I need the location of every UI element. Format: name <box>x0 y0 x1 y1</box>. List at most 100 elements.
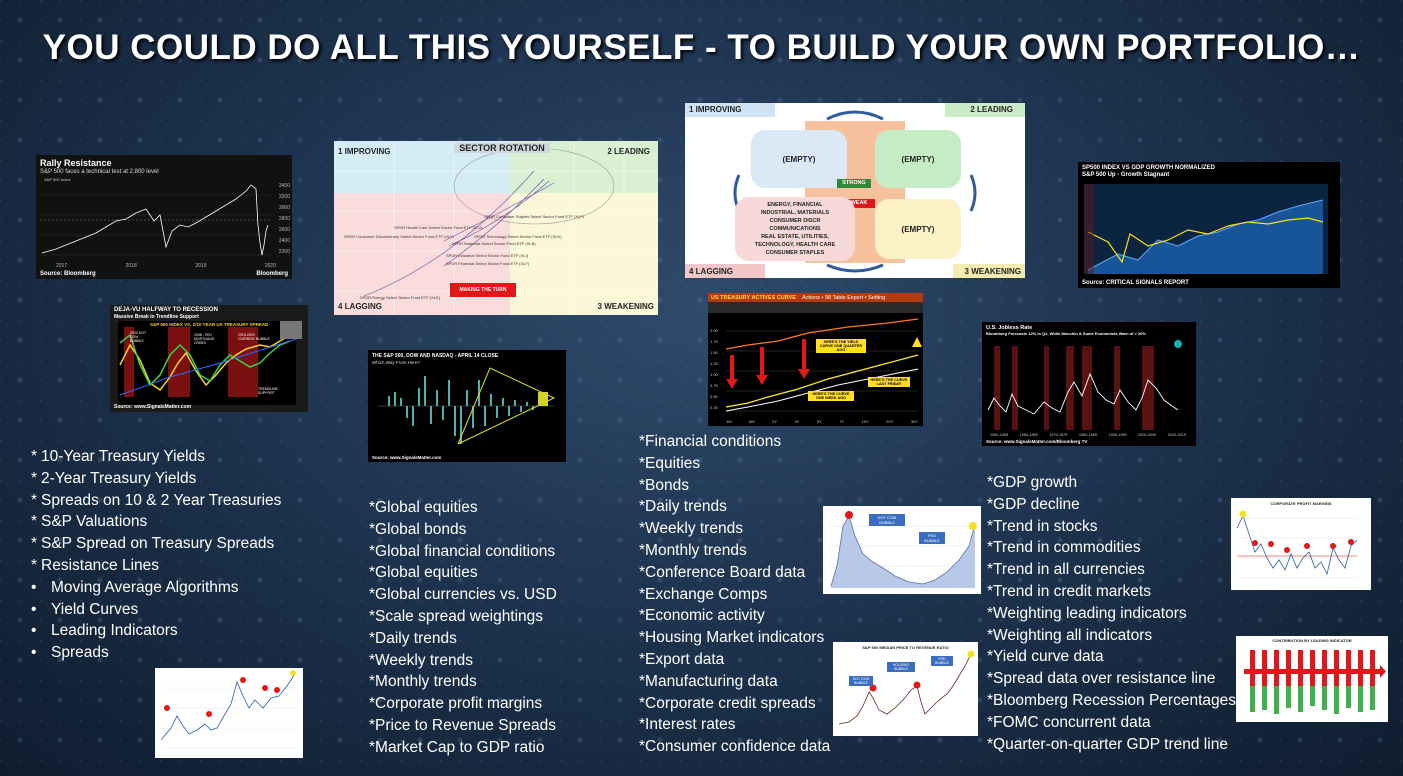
terminal-menu[interactable]: Actions • 98 Table Export • Setting <box>801 294 886 301</box>
list-item: *Quarter-on-quarter GDP trend line <box>987 735 1228 753</box>
list-item: *Corporate credit spreads <box>639 694 816 712</box>
page-title: YOU COULD DO ALL THIS YOURSELF - TO BUIL… <box>42 28 1361 67</box>
chart-subtitle: Massive Break in Trendline Support <box>114 314 199 320</box>
tick-label: 1.25 <box>710 361 718 366</box>
strong-badge: STRONG <box>837 179 871 188</box>
making-the-turn-badge: MAKING THE TURN <box>450 283 516 297</box>
bubble-chart: DOT COM BUBBLE FED BUBBLE <box>823 506 981 594</box>
sector-line: COMMUNICATIONS <box>769 226 821 232</box>
list-item: *Resistance Lines <box>31 555 281 577</box>
tick-label: 6M <box>749 419 755 424</box>
rally-resistance-chart: Rally Resistance S&P 500 faces a technic… <box>36 155 292 279</box>
tick-label: 2010-2019 <box>1167 433 1186 437</box>
indices-chart: THE S&P 500, DOW AND NASDAQ - APRIL 14 C… <box>368 350 566 462</box>
tick-label: 2Y <box>772 419 777 424</box>
annotation: FED BUBBLE <box>919 532 945 544</box>
sector-line: REAL ESTATE, UTILITIES, <box>761 234 829 240</box>
annotation: HERE'S THE CURVE LAST FRIDAY <box>868 377 910 387</box>
tick-label: 2400 <box>278 238 290 244</box>
leading-indicator-contribution-chart: CONTRIBUTION BY LEADING INDICATOR <box>1236 636 1388 722</box>
list-item: *Weekly trends <box>639 520 743 538</box>
tick-label: 1.75 <box>710 339 718 344</box>
chart-source: Source: www.SignalsMatter.com/Bloomberg … <box>986 439 1088 444</box>
annotation: 2008 - FED MORTGAGE CRISIS <box>194 333 215 345</box>
chart-subtitle: Bloomberg Forecasts 12% in Q2, While Mnu… <box>986 331 1146 336</box>
weak-badge: WEAK <box>843 199 875 208</box>
list-item: *GDP growth <box>987 474 1078 491</box>
bullet: * <box>31 556 38 574</box>
list-item: *Yield curve data <box>987 648 1104 666</box>
list-item: *Financial conditions <box>639 433 782 450</box>
item-text: 10-Year Treasury Yields <box>41 448 205 465</box>
quadrant-label: 1 IMPROVING <box>689 105 742 114</box>
quadrant-label: 4 LAGGING <box>338 302 383 311</box>
item-text: Moving Average Algorithms <box>51 578 239 596</box>
quadrant-header-lagging <box>685 264 765 278</box>
year-label: 2018 <box>125 263 137 269</box>
quadrant-label: 4 LAGGING <box>689 267 734 276</box>
y-axis: 3400 3200 3000 2800 2600 2400 2200 <box>279 181 290 258</box>
list-item: *Equities <box>639 454 701 472</box>
tick-label: 2000-2009 <box>1138 433 1157 437</box>
etf-label: SPDR Consumer Staples Select Sector Fund… <box>484 214 585 219</box>
list-item: *Economic activity <box>639 607 765 625</box>
tick-label: 10Y <box>861 419 869 424</box>
chart-subtitle: Which Way From Here? <box>372 360 420 365</box>
chart-title: CORPORATE PROFIT MARGINS <box>1270 501 1332 506</box>
quadrant-header-leading <box>945 103 1025 117</box>
list-item: *Bonds <box>639 476 689 494</box>
chart-source: Source: Bloomberg <box>40 271 96 277</box>
tick-label: 2600 <box>278 227 290 233</box>
list-item: *2-Year Treasury Yields <box>31 468 281 490</box>
improving-box: (EMPTY) <box>751 130 847 188</box>
item-text: S&P Valuations <box>41 513 148 531</box>
list-item: *Spread data over resistance line <box>987 670 1216 688</box>
sp500-vs-gdp-chart: SP500 INDEX VS GDP GROWTH NORMALIZED S&P… <box>1078 162 1340 288</box>
item-text: 2-Year Treasury Yields <box>41 469 197 487</box>
annotation: FED BUBBLE <box>931 656 953 666</box>
quadrant-label: 1 IMPROVING <box>338 147 391 156</box>
chart-subtitle: S&P 500 faces a technical test at 2,800 … <box>40 169 159 175</box>
tick-label: 7Y <box>839 419 845 424</box>
tick-label: 20Y <box>886 419 894 424</box>
tick-label: 2800 <box>278 216 290 222</box>
tick-label: 30Y <box>910 419 918 424</box>
sector-line: CONSUMER STAPLES <box>765 250 825 256</box>
item-text: S&P Spread on Treasury Spreads <box>41 535 275 553</box>
tick-label: 0.50 <box>710 394 718 399</box>
chart-title: SECTOR ROTATION <box>454 143 550 153</box>
year-label: 2020 <box>264 263 276 269</box>
bullet: * <box>31 491 38 509</box>
list-item: *GDP decline <box>987 495 1080 513</box>
list-item: *Manufacturing data <box>639 672 778 690</box>
chart-source: Source: www.SignalsMatter.com <box>114 404 192 410</box>
treasury-curve-chart: US TREASURY ACTIVES CURVE Actions • 98 T… <box>708 293 923 426</box>
jobless-rate-chart: U.S. Jobless Rate Bloomberg Forecasts 12… <box>982 322 1196 446</box>
list-financial: *Financial conditions *Equities *Bonds *… <box>639 431 830 758</box>
list-item: *FOMC concurrent data <box>987 713 1151 731</box>
list-item: *Exchange Comps <box>639 585 768 603</box>
list-item: *Global bonds <box>369 520 467 538</box>
tick-label: 1990-1999 <box>1108 433 1127 437</box>
market-peaks-chart <box>155 668 303 758</box>
list-item: *Monthly trends <box>639 541 747 559</box>
list-item: •Spreads <box>31 642 281 664</box>
list-item: • Yield Curves <box>31 599 281 621</box>
list-item: *Price to Revenue Spreads <box>369 716 556 734</box>
year-label: 2019 <box>195 263 207 269</box>
quadrant-header-improving <box>685 103 775 117</box>
list-item: *Global equities <box>369 499 478 516</box>
weakening-box: (EMPTY) <box>875 199 961 259</box>
tick-label: 1M <box>726 419 732 424</box>
price-to-revenue-chart: S&P 500 MEDIAN PRICE TO REVENUE RATIO DO… <box>833 642 978 736</box>
chart-title: THE S&P 500, DOW AND NASDAQ - APRIL 14 C… <box>372 353 499 359</box>
item-text: Yield Curves <box>51 600 139 618</box>
quadrant-label: 3 WEAKENING <box>964 267 1021 276</box>
etf-label: SPDR Health Care Select Sector Fund ETF … <box>394 225 483 230</box>
tick-label: 1980-1989 <box>1078 433 1098 437</box>
list-item: *Weighting leading indicators <box>987 604 1187 622</box>
chart-source: Source: CRITICAL SIGNALS REPORT <box>1082 280 1189 286</box>
tick-label: 1950-1959 <box>990 433 1009 437</box>
tick-label: 3Y <box>794 419 800 424</box>
bullet: • <box>31 600 37 618</box>
